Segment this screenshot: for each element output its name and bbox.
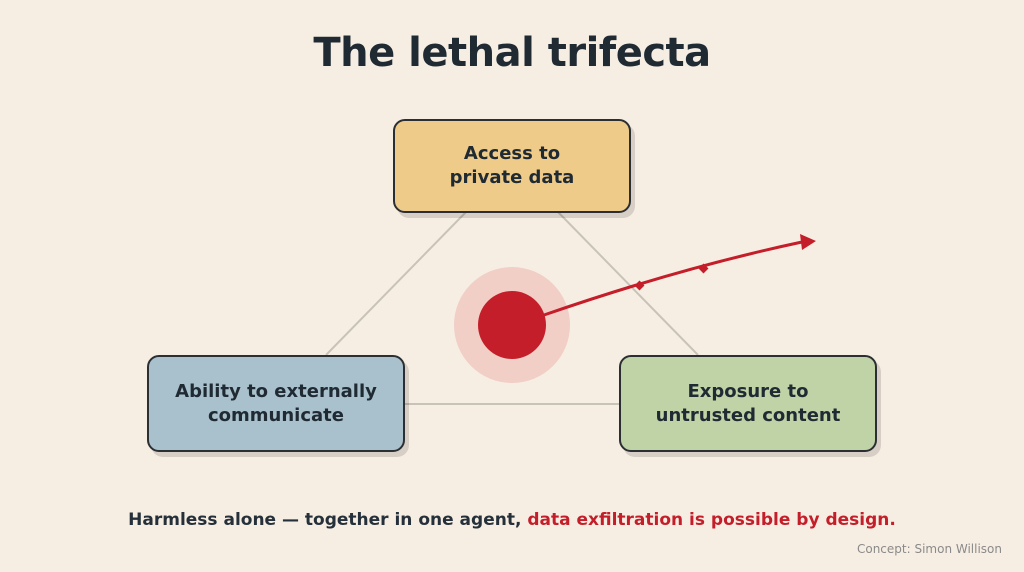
credit: Concept: Simon Willison [856, 542, 1002, 556]
node-external-communication-label: Ability to externally communicate [175, 380, 377, 426]
node-external-communication: Ability to externally communicate [147, 355, 405, 452]
node-untrusted-content: Exposure to untrusted content [619, 355, 877, 452]
node-private-data: Access to private data [393, 119, 631, 213]
node-private-data-label: Access to private data [449, 143, 575, 188]
danger-core [478, 291, 546, 359]
edge-top-left [325, 211, 467, 356]
node-untrusted-content-label: Exposure to untrusted content [655, 380, 841, 426]
caption: Harmless alone — together in one agent, … [0, 510, 1024, 530]
edge-top-right [557, 211, 699, 356]
data-packet-1 [634, 280, 645, 291]
exfiltration-arrow [543, 240, 803, 317]
caption-text: Harmless alone — together in one agent, [128, 510, 528, 530]
exfiltration-arrowhead [800, 234, 816, 250]
data-packet-2 [698, 263, 709, 274]
diagram-title: The lethal trifecta [313, 30, 711, 76]
caption-highlight: data exfiltration is possible by design. [527, 510, 896, 530]
